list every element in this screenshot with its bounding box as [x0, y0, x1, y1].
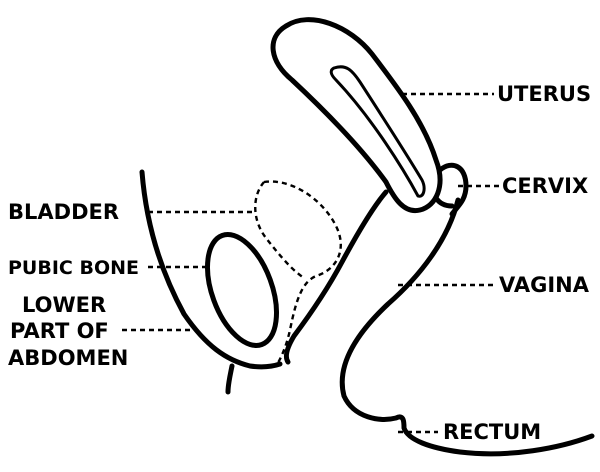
bladder-label: BLADDER — [8, 200, 119, 224]
cervix-label: CERVIX — [502, 174, 588, 198]
abdomen-lower-mark — [228, 366, 232, 392]
lower-abdomen-label-line3: ABDOMEN — [8, 346, 128, 370]
pubic-bone-label: PUBIC BONE — [8, 257, 139, 279]
uterus-outline — [273, 20, 440, 211]
pubic-bone-outline — [194, 225, 290, 355]
uterus-label: UTERUS — [497, 82, 591, 106]
lower-abdomen-label-line2: PART OF — [10, 319, 109, 343]
vagina-label: VAGINA — [499, 273, 590, 297]
cervix-lip — [436, 198, 452, 206]
rectum-label: RECTUM — [443, 420, 541, 444]
vagina-posterior-wall — [342, 200, 592, 454]
abdomen-wall — [142, 172, 280, 367]
lower-abdomen-label-line1: LOWER — [22, 293, 106, 317]
